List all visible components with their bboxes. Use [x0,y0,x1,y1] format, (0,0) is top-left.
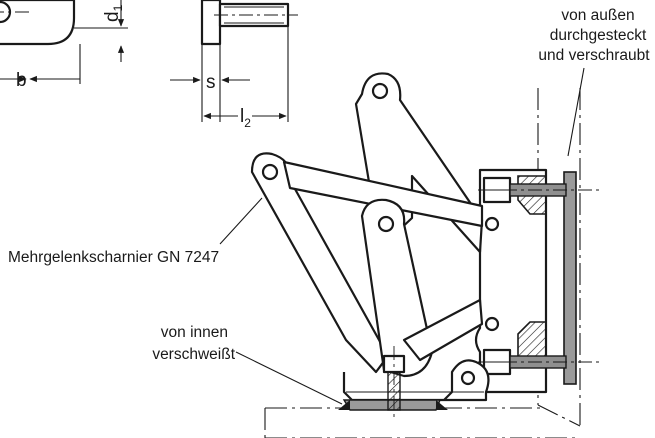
dim-b-label: b [16,70,27,91]
label-hinge-name: Mehrgelenkscharnier GN 7247 [8,197,263,266]
dim-l2-label: l2 [240,106,251,130]
leaf-outline [0,0,76,46]
dim-s-label: s [206,72,216,93]
floor-leaf-bracket [342,359,490,402]
label-through-bolted: von außen durchgesteckt und verschraubt [538,7,650,157]
hinge-link-lower [402,298,484,362]
label-line-bolted: und verschraubt [538,47,650,64]
detail-leaf-front-view: b d1 [0,0,128,91]
leader-line-weld [235,351,343,405]
hinge-arm-middle [360,198,434,378]
label-line-outside: von außen [561,7,634,24]
bolt-vertical [382,346,406,420]
pivot-floor [460,370,476,386]
dim-d1-label: d1 [102,4,125,22]
pivot-middle [377,215,395,233]
weld-seam-right [436,400,448,410]
label-welded-inside: von innen verschweißt [152,324,343,405]
leaf-side-plate [200,0,222,46]
leader-line-hinge [219,197,263,245]
hinge-link-cross [282,160,484,228]
pivot-top [371,82,389,100]
label-line-welded: verschweißt [152,346,235,363]
bolt-lower [478,348,600,376]
label-line-inside: von innen [161,324,228,341]
hinge-linkage [250,72,490,402]
hinge-name-text: Mehrgelenkscharnier GN 7247 [8,249,219,266]
wall-mounting-plate [563,171,577,385]
label-line-through: durchgesteckt [550,27,647,44]
pivot-left [261,163,279,181]
bolt-upper [478,176,600,204]
floor [264,407,580,438]
detail-leaf-side-view: s l2 [170,0,298,130]
weld-seam-left [338,400,350,410]
leader-line-top [567,67,585,157]
